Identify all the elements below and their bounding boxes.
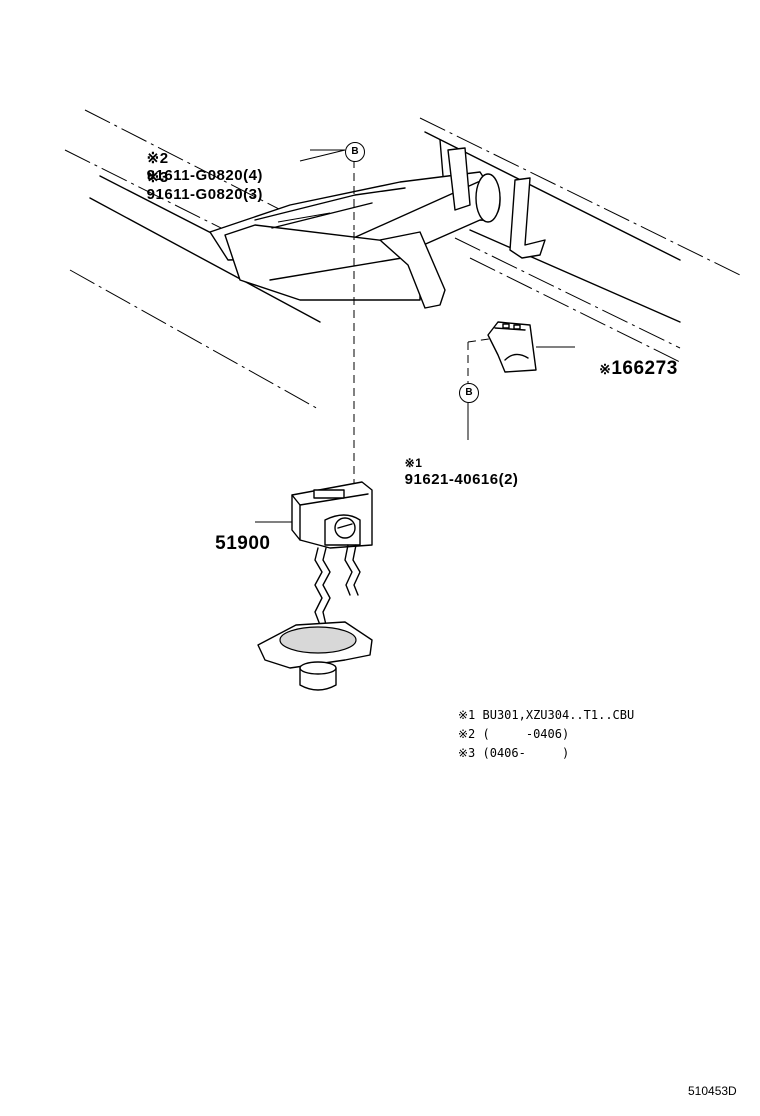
part-label-bracket: ※166273 [576, 336, 678, 402]
callout-b-top: B [345, 142, 365, 162]
part-number: 51900 [215, 533, 271, 554]
callout-b-bracket: B [459, 383, 479, 403]
note-mark: ※3 [146, 169, 169, 186]
part-label-bolt-b: ※1 91621-40616(2) [386, 437, 518, 505]
bracket-part [487, 321, 537, 373]
part-qty: (2) [498, 471, 519, 488]
note-1: ※1 BU301,XZU304..T1..CBU [458, 708, 635, 722]
part-label-bolt-a-2: ※3 91611-G0820(3) [128, 151, 263, 220]
note-3: ※3 (0406- ) [458, 746, 570, 760]
note-mark: ※2 [146, 150, 169, 167]
part-label-bolt-a-1: ※2 91611-G0820(4) [128, 132, 263, 201]
part-number: 91621-40616 [404, 471, 499, 488]
cross-member [209, 147, 546, 309]
part-number: 91611-G0820 [146, 186, 244, 203]
note-mark: ※1 [404, 456, 423, 470]
note-2: ※2 ( -0406) [458, 727, 570, 741]
part-qty: (4) [243, 167, 263, 184]
part-number: 91611-G0820 [146, 167, 244, 184]
part-qty: (3) [243, 186, 263, 203]
note-mark: ※ [599, 361, 612, 377]
assembly-lines [353, 160, 497, 490]
leader-lines [255, 149, 575, 523]
carrier-part [257, 481, 373, 691]
drawing-code: 510453D [688, 1084, 737, 1098]
part-label-carrier: 51900 [192, 511, 270, 577]
part-number: 166273 [611, 358, 678, 379]
